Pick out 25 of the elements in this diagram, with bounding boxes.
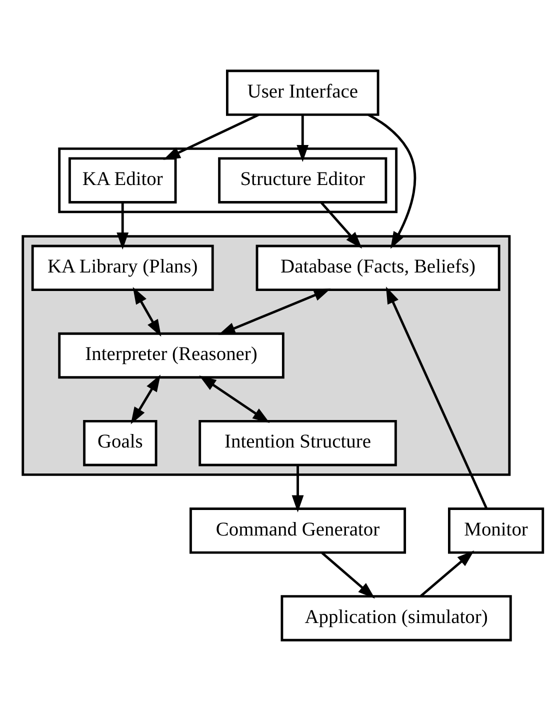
node-box: KA Editor — [68, 157, 177, 204]
node-box: KA Library (Plans) — [31, 244, 214, 292]
arrow — [292, 465, 304, 512]
arrow — [163, 114, 260, 160]
arrow — [296, 115, 309, 162]
node-box: User Interface — [226, 70, 380, 116]
arrow — [420, 550, 474, 598]
node-box: Command Generator — [190, 508, 406, 554]
arrow — [130, 374, 161, 424]
cluster — [22, 235, 511, 476]
arrow — [116, 202, 129, 250]
arrow — [368, 114, 416, 249]
arrow — [218, 288, 331, 335]
arrow — [199, 375, 270, 424]
node-box: Application (simulator) — [280, 595, 512, 642]
node-box: Monitor — [448, 508, 544, 554]
node-box: Goals — [83, 420, 158, 466]
node-box: Interpreter (Reasoner) — [58, 332, 284, 379]
node-box: Structure Editor — [218, 157, 388, 204]
arrow — [320, 202, 362, 249]
node-box: Database (Facts, Beliefs) — [256, 244, 500, 292]
arrow — [132, 286, 162, 337]
arrow — [386, 286, 488, 509]
arrow — [321, 552, 375, 599]
node-box: Intention Structure — [198, 420, 397, 466]
